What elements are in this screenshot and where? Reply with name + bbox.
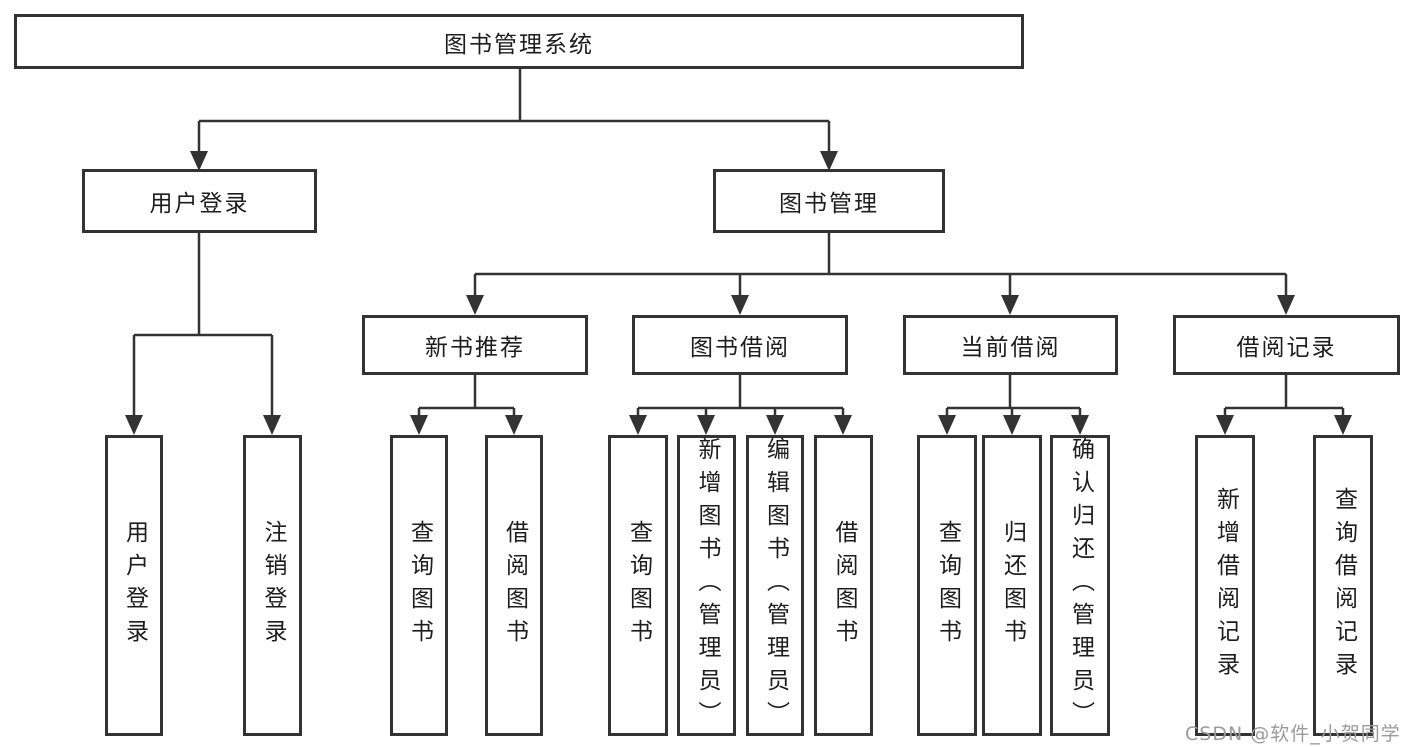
node-book-management: 图书管理 xyxy=(713,169,945,233)
watermark: CSDN @软件_小贺同学 xyxy=(1185,723,1401,745)
leaf-edit-book-admin: 编辑图书（管理员） xyxy=(746,435,804,736)
node-new-book-recommend: 新书推荐 xyxy=(362,315,588,375)
node-borrow-records: 借阅记录 xyxy=(1173,315,1400,375)
node-book-borrow: 图书借阅 xyxy=(632,315,848,375)
leaf-query-books-recommend: 查询图书 xyxy=(390,435,448,736)
leaf-add-borrow-record: 新增借阅记录 xyxy=(1195,435,1255,736)
leaf-query-books-borrow: 查询图书 xyxy=(608,435,668,736)
leaf-user-login: 用户登录 xyxy=(105,435,163,736)
leaf-query-borrow-record: 查询借阅记录 xyxy=(1313,435,1373,736)
node-user-login: 用户登录 xyxy=(82,169,317,233)
leaf-query-books-current: 查询图书 xyxy=(917,435,977,736)
node-root: 图书管理系统 xyxy=(14,14,1024,69)
leaf-return-book: 归还图书 xyxy=(982,435,1042,736)
node-current-borrow: 当前借阅 xyxy=(903,315,1118,375)
leaf-borrow-books-borrow: 借阅图书 xyxy=(814,435,873,736)
leaf-add-book-admin: 新增图书（管理员） xyxy=(677,435,736,736)
leaf-confirm-return-admin: 确认归还（管理员） xyxy=(1050,435,1110,736)
leaf-borrow-books-recommend: 借阅图书 xyxy=(485,435,543,736)
leaf-logout: 注销登录 xyxy=(243,435,302,736)
